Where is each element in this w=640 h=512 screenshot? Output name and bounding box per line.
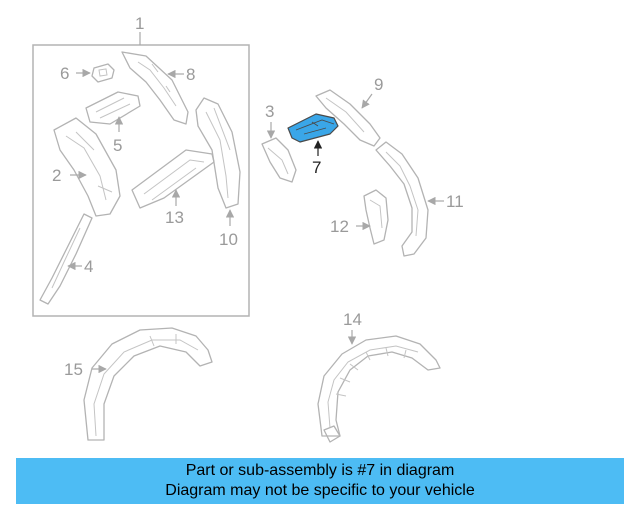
part-2 bbox=[53, 117, 121, 217]
callout-1: 1 bbox=[135, 14, 144, 33]
part-12 bbox=[363, 189, 389, 245]
banner-line-2: Diagram may not be specific to your vehi… bbox=[165, 482, 475, 499]
part-8 bbox=[121, 51, 189, 125]
callout-7: 7 bbox=[312, 158, 321, 177]
callout-15: 15 bbox=[64, 360, 83, 379]
part-5 bbox=[85, 91, 141, 125]
callout-6: 6 bbox=[60, 64, 69, 83]
part-9 bbox=[315, 89, 381, 147]
callout-9: 9 bbox=[374, 75, 383, 94]
part-10 bbox=[195, 97, 241, 209]
callout-8: 8 bbox=[186, 65, 195, 84]
part-6 bbox=[91, 63, 115, 83]
assembly-1-frame bbox=[32, 44, 250, 317]
part-11 bbox=[375, 141, 429, 257]
callout-10: 10 bbox=[219, 230, 238, 249]
callout-2: 2 bbox=[52, 166, 61, 185]
part-13 bbox=[131, 149, 215, 209]
info-banner: Part or sub-assembly is #7 in diagram Di… bbox=[16, 458, 624, 504]
callout-12: 12 bbox=[330, 217, 349, 236]
callout-11: 11 bbox=[446, 192, 464, 211]
callout-4: 4 bbox=[84, 257, 93, 276]
part-3 bbox=[261, 137, 297, 183]
part-15 bbox=[83, 327, 213, 441]
callout-13: 13 bbox=[165, 208, 184, 227]
callout-14: 14 bbox=[343, 310, 362, 329]
banner-line-1: Part or sub-assembly is #7 in diagram bbox=[185, 462, 455, 479]
part-7 bbox=[287, 113, 339, 143]
part-14 bbox=[317, 335, 441, 443]
callout-3: 3 bbox=[265, 102, 274, 121]
info-banner-bg bbox=[16, 458, 624, 504]
callout-5: 5 bbox=[113, 136, 122, 155]
part-4 bbox=[39, 213, 93, 305]
